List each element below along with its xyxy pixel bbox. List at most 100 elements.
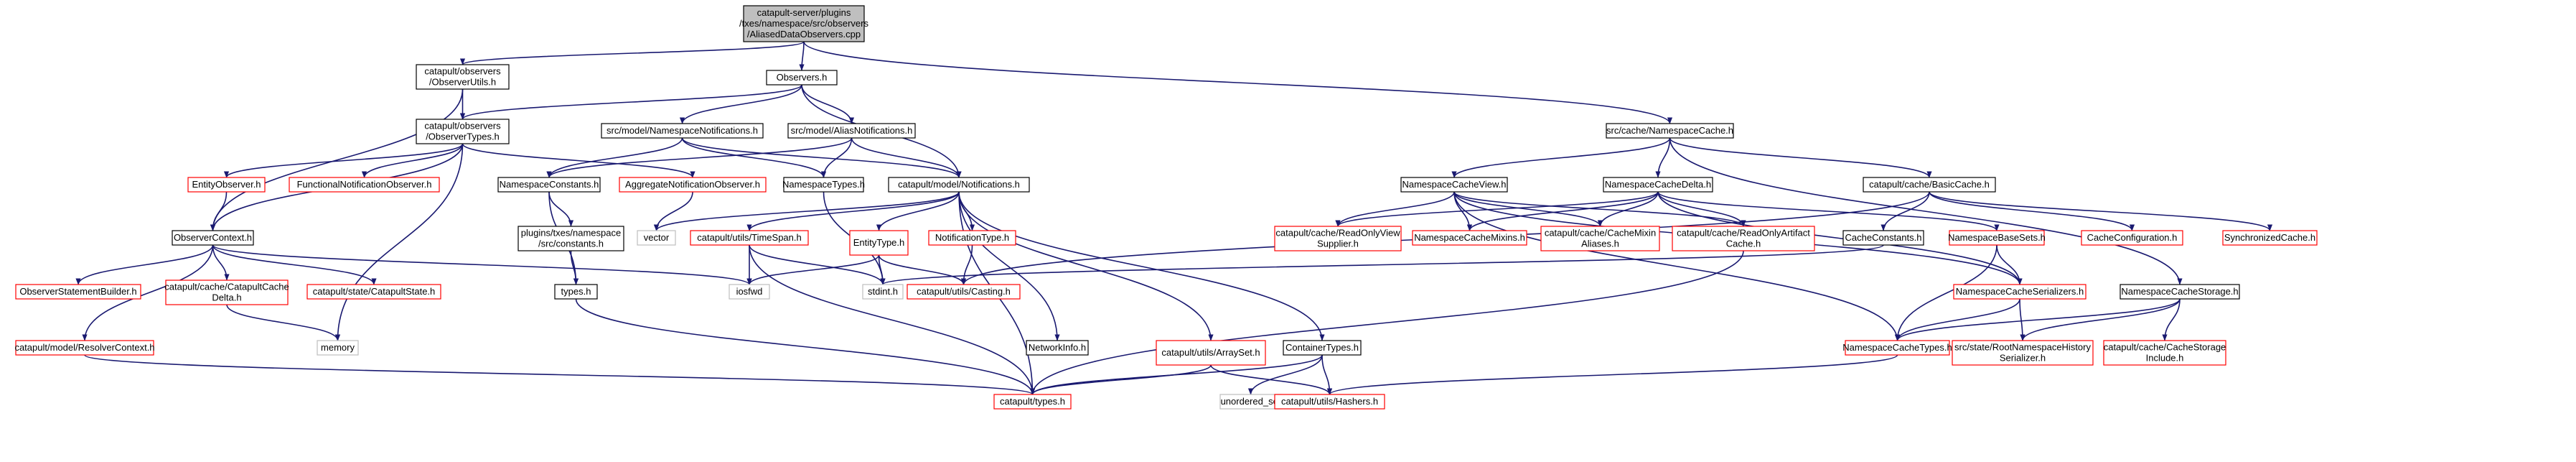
edge-root-to-observer_utils	[460, 41, 805, 65]
node-label-line: Serializer.h	[2000, 353, 2046, 364]
node-namespace-cache-types[interactable]: NamespaceCacheTypes.h	[1842, 340, 1952, 356]
edge-entity_type-to-casting	[878, 254, 967, 285]
edge-observer_types-to-entity_observer	[224, 143, 464, 178]
node-observer-context[interactable]: ObserverContext.h	[172, 230, 254, 246]
node-box	[783, 177, 864, 193]
node-box	[554, 284, 598, 300]
node-box	[690, 230, 809, 246]
edge-observer_types-to-functional_notification_observer	[361, 143, 464, 178]
edge-namespace_cache_delta-to-namespace_cache_mixins	[1466, 191, 1659, 231]
node-container-types[interactable]: ContainerTypes.h	[1283, 340, 1362, 356]
node-label-line: CacheConstants.h	[1845, 232, 1922, 243]
edge-observers_h-to-observer_types	[460, 84, 802, 120]
edge-namespace_constants-to-txes_namespace_constants	[548, 191, 574, 227]
node-box	[619, 177, 767, 193]
node-array-set[interactable]: catapult/utils/ArraySet.h	[1156, 340, 1266, 366]
edge-namespace_cache_types-to-hashers	[1327, 354, 1898, 395]
node-model-notifications[interactable]: catapult/model/Notifications.h	[888, 177, 1030, 193]
node-namespace-cache-storage[interactable]: NamespaceCacheStorage.h	[2120, 284, 2240, 300]
node-hashers[interactable]: catapult/utils/Hashers.h	[1274, 394, 1385, 410]
node-basic-cache[interactable]: catapult/cache/BasicCache.h	[1863, 177, 1996, 193]
node-label-line: Delta.h	[212, 292, 241, 303]
node-box	[1274, 394, 1385, 410]
edge-namespace_cache_h-to-basic_cache	[1669, 137, 1932, 178]
node-casting[interactable]: catapult/utils/Casting.h	[907, 284, 1021, 300]
node-time-span[interactable]: catapult/utils/TimeSpan.h	[690, 230, 809, 246]
node-functional-notification-observer[interactable]: FunctionalNotificationObserver.h	[289, 177, 440, 193]
node-label-line: CacheConfiguration.h	[2087, 232, 2178, 243]
edge-namespace_cache_serializers-to-namespace_cache_types	[1894, 298, 2020, 341]
node-box	[993, 394, 1072, 410]
node-notification-type[interactable]: NotificationType.h	[928, 230, 1016, 246]
node-observer-utils[interactable]: catapult/observers/ObserverUtils.h	[416, 64, 510, 90]
node-synchronized-cache[interactable]: SynchronizedCache.h	[2222, 230, 2318, 246]
node-box	[165, 279, 289, 305]
node-box	[862, 284, 904, 300]
node-label-line: /AliasedDataObservers.cpp	[747, 29, 861, 40]
node-label-line: catapult-server/plugins	[757, 7, 851, 18]
node-cache-constants[interactable]: CacheConstants.h	[1842, 230, 1924, 246]
node-label-line: catapult/types.h	[1000, 396, 1065, 407]
node-label-line: src/state/RootNamespaceHistory	[1954, 342, 2092, 353]
edge-namespace_cache_h-to-namespace_cache_view	[1451, 137, 1671, 178]
node-txes-namespace-constants[interactable]: plugins/txes/namespace/src/constants.h	[517, 226, 624, 251]
node-observer-types[interactable]: catapult/observers/ObserverTypes.h	[416, 119, 510, 144]
edge-namespace_cache_storage-to-root_namespace_history_serializer	[2020, 298, 2181, 341]
node-namespace-cache-h[interactable]: src/cache/NamespaceCache.h	[1606, 123, 1734, 139]
edge-model_notifications-to-time_span	[746, 191, 960, 231]
node-alias-notifications[interactable]: src/model/AliasNotifications.h	[787, 123, 916, 139]
node-root-namespace-history-serializer[interactable]: src/state/RootNamespaceHistorySerializer…	[1952, 340, 2094, 366]
node-namespace-notifications[interactable]: src/model/NamespaceNotifications.h	[601, 123, 764, 139]
edge-namespace_notifications-to-namespace_types	[681, 137, 827, 178]
node-namespace-cache-delta[interactable]: NamespaceCacheDelta.h	[1603, 177, 1713, 193]
node-namespace-cache-serializers[interactable]: NamespaceCacheSerializers.h	[1953, 284, 2086, 300]
edge-namespace_cache_view-to-namespace_cache_types	[1453, 191, 1901, 341]
node-vector[interactable]: vector	[637, 230, 676, 246]
edge-root-to-observers_h	[799, 41, 805, 71]
node-label-line: ObserverContext.h	[174, 232, 252, 243]
node-observers-h[interactable]: Observers.h	[766, 70, 838, 86]
node-label-line: NotificationType.h	[935, 232, 1009, 243]
node-types-h[interactable]: types.h	[554, 284, 598, 300]
edge-observer_context-to-observer_statement_builder	[75, 244, 214, 285]
node-entity-observer[interactable]: EntityObserver.h	[187, 177, 266, 193]
node-label-line: Aliases.h	[1581, 239, 1619, 249]
node-box	[1606, 123, 1734, 139]
node-namespace-constants[interactable]: NamespaceConstants.h	[497, 177, 601, 193]
node-label-line: catapult/cache/CacheMixin	[1545, 228, 1656, 239]
node-unordered-set[interactable]: unordered_set	[1219, 394, 1282, 410]
node-aggregate-notification-observer[interactable]: AggregateNotificationObserver.h	[619, 177, 767, 193]
node-iosfwd[interactable]: iosfwd	[729, 284, 770, 300]
node-catapult-state[interactable]: catapult/state/CatapultState.h	[306, 284, 441, 300]
node-namespace-base-sets[interactable]: NamespaceBaseSets.h	[1948, 230, 2046, 246]
node-label-line: Include.h	[2146, 353, 2184, 364]
node-root[interactable]: catapult-server/plugins/txes/namespace/s…	[739, 5, 868, 42]
node-network-info[interactable]: NetworkInfo.h	[1026, 340, 1089, 356]
node-namespace-cache-view[interactable]: NamespaceCacheView.h	[1400, 177, 1508, 193]
node-label-line: catapult/utils/Casting.h	[917, 286, 1011, 297]
node-label-line: src/model/NamespaceNotifications.h	[606, 125, 758, 136]
edge-model_notifications-to-vector	[654, 191, 960, 231]
edge-root-to-namespace_cache_h	[803, 41, 1672, 124]
node-box	[306, 284, 441, 300]
node-box	[601, 123, 764, 139]
node-namespace-types[interactable]: NamespaceTypes.h	[782, 177, 865, 193]
node-stdint[interactable]: stdint.h	[862, 284, 904, 300]
node-observer-statement-builder[interactable]: ObserverStatementBuilder.h	[15, 284, 141, 300]
node-catapult-types[interactable]: catapult/types.h	[993, 394, 1072, 410]
node-label-line: catapult/utils/Hashers.h	[1281, 396, 1378, 407]
node-label-line: catapult/model/ResolverContext.h	[14, 342, 154, 353]
edge-time_span-to-catapult_types	[749, 244, 1036, 395]
node-resolver-context[interactable]: catapult/model/ResolverContext.h	[14, 340, 155, 356]
node-namespace-cache-mixins[interactable]: NamespaceCacheMixins.h	[1412, 230, 1527, 246]
node-label-line: /ObserverUtils.h	[429, 77, 496, 88]
node-memory[interactable]: memory	[317, 340, 359, 356]
node-entity-type[interactable]: EntityType.h	[849, 230, 909, 256]
node-cache-configuration[interactable]: CacheConfiguration.h	[2081, 230, 2183, 246]
